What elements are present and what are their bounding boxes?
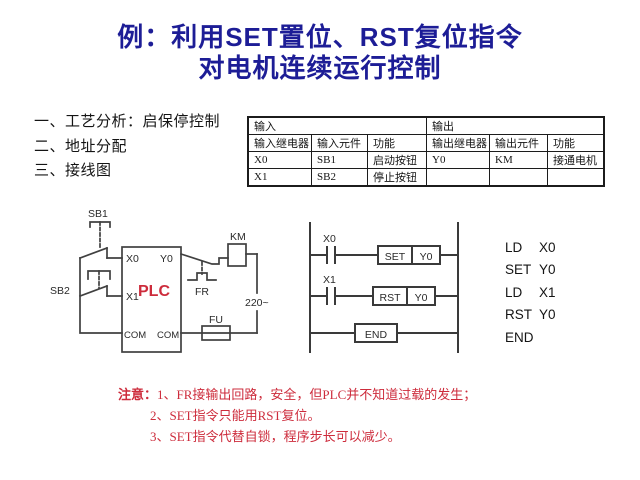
col-header-input-device: 输入元件 <box>311 134 368 152</box>
instr-op: RST <box>505 307 532 323</box>
note-line-2: 2、SET指令只能用RST复位。 <box>150 408 321 423</box>
cell: 接通电机 <box>547 151 604 169</box>
notes-block: 注意： 1、FR接输出回路，安全，但PLC并不知道过载的发生； 2、SET指令只… <box>118 384 476 447</box>
wiring-diagram: X0 Y0 X1 PLC COM COM SB1 SB2 FR KM 220~ <box>50 208 269 353</box>
io-assignment-table: 输入 输出 输入继电器 输入元件 功能 输出继电器 输出元件 功能 X0 SB1… <box>247 116 605 187</box>
instr-arg: X1 <box>539 284 556 300</box>
km-label: KM <box>230 231 246 243</box>
title-line-2: 对电机连续运行控制 <box>198 53 442 83</box>
group-header-input: 输入 <box>247 116 427 135</box>
instruction-row: SET Y0 <box>505 259 556 282</box>
instruction-row: LD X1 <box>505 281 556 304</box>
sb1-label: SB1 <box>88 208 108 220</box>
plc-box <box>121 246 182 353</box>
col-header-input-relay: 输入继电器 <box>247 134 312 152</box>
col-header-input-function: 功能 <box>367 134 427 152</box>
table-header-row: 输入继电器 输入元件 功能 输出继电器 输出元件 功能 <box>247 134 604 152</box>
cell: SB1 <box>311 151 368 169</box>
cell: X0 <box>247 151 312 169</box>
instr-op: END <box>505 329 534 345</box>
instr-op: SET <box>505 262 532 278</box>
plc-terminal-y0: Y0 <box>160 253 173 265</box>
instruction-row: END <box>505 326 556 349</box>
table-row: X1 SB2 停止按钮 <box>247 168 604 187</box>
sb2-label: SB2 <box>50 285 70 297</box>
instr-op: LD <box>505 284 523 300</box>
end-label: END <box>365 329 388 341</box>
cell: KM <box>489 151 548 169</box>
sb2-contact-icon <box>78 284 109 298</box>
plc-terminal-com-right: COM <box>157 330 179 341</box>
km-coil-icon <box>227 243 247 267</box>
cell <box>547 168 604 187</box>
ladder-contact2-label: X1 <box>323 274 336 286</box>
fr-element-icon <box>187 272 217 281</box>
set-op-label: SET <box>385 251 406 263</box>
cell: Y0 <box>426 151 490 169</box>
rst-operand-label: Y0 <box>415 292 428 304</box>
voltage-label: 220~ <box>245 297 269 309</box>
outline-item-1: 一、工艺分析：启保停控制 <box>34 114 221 130</box>
instr-op: LD <box>505 239 523 255</box>
table-row: X0 SB1 启动按钮 Y0 KM 接通电机 <box>247 151 604 169</box>
fu-label: FU <box>209 314 223 326</box>
instr-arg: Y0 <box>539 307 556 323</box>
wire-common-rail <box>79 257 123 334</box>
outline-item-2: 二、地址分配 <box>34 138 128 155</box>
fr-label: FR <box>195 286 209 298</box>
set-operand-label: Y0 <box>420 251 433 263</box>
cell: X1 <box>247 168 312 187</box>
instr-arg: Y0 <box>539 262 556 278</box>
cell: 停止按钮 <box>367 168 427 187</box>
title-line-1: 例：利用SET置位、RST复位指令 <box>117 22 523 52</box>
note-line-3: 3、SET指令代替自锁，程序步长可以减少。 <box>150 429 401 444</box>
plc-terminal-com-left: COM <box>124 330 146 341</box>
outline-item-3: 三、接线图 <box>34 163 112 179</box>
cell: 启动按钮 <box>367 151 427 169</box>
col-header-output-relay: 输出继电器 <box>426 134 490 152</box>
note-line-1: 注意： 1、FR接输出回路，安全，但PLC并不知道过载的发生； <box>118 384 476 405</box>
instruction-list: LD X0 SET Y0 LD X1 RST Y0 END <box>505 236 556 349</box>
fr-contact-icon <box>179 252 229 265</box>
note-1-text: 1、FR接输出回路，安全，但PLC并不知道过载的发生； <box>157 387 477 402</box>
instruction-row: RST Y0 <box>505 304 556 327</box>
plc-terminal-x0: X0 <box>126 253 139 265</box>
outline-list: 一、工艺分析：启保停控制 二、地址分配 三、接线图 <box>34 110 220 184</box>
cell: SB2 <box>311 168 368 187</box>
cell <box>426 168 490 187</box>
notes-label: 注意： <box>118 387 158 402</box>
ladder-contact1-label: X0 <box>323 233 336 245</box>
page-title: 例：利用SET置位、RST复位指令 对电机连续运行控制 <box>0 22 640 84</box>
instruction-row: LD X0 <box>505 236 556 259</box>
instr-arg: X0 <box>539 239 556 255</box>
plc-label: PLC <box>138 283 170 300</box>
rst-op-label: RST <box>380 292 402 304</box>
group-header-output: 输出 <box>426 116 604 135</box>
col-header-output-function: 功能 <box>547 134 604 152</box>
table-group-header-row: 输入 输出 <box>247 116 604 135</box>
plc-terminal-x1: X1 <box>126 291 139 303</box>
cell <box>489 168 548 187</box>
col-header-output-device: 输出元件 <box>489 134 548 152</box>
sb1-contact-icon <box>78 246 109 260</box>
ladder-diagram: X0 SET Y0 X1 RST Y0 END <box>309 222 459 353</box>
